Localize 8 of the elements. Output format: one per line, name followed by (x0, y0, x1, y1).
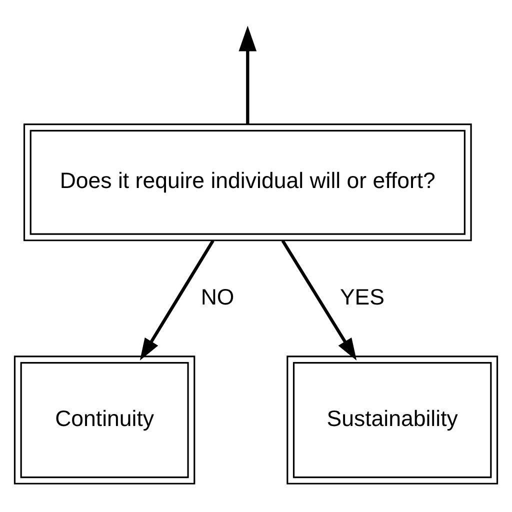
node-box: Does it require individual will or effort? (23, 123, 472, 241)
edge-label: YES (340, 284, 384, 309)
edge-label: NO (200, 284, 234, 309)
arrow (238, 25, 257, 124)
arrow (281, 239, 357, 360)
node-box: Continuity (14, 355, 196, 484)
node-box: Sustainability (286, 355, 498, 484)
arrow (140, 239, 214, 360)
